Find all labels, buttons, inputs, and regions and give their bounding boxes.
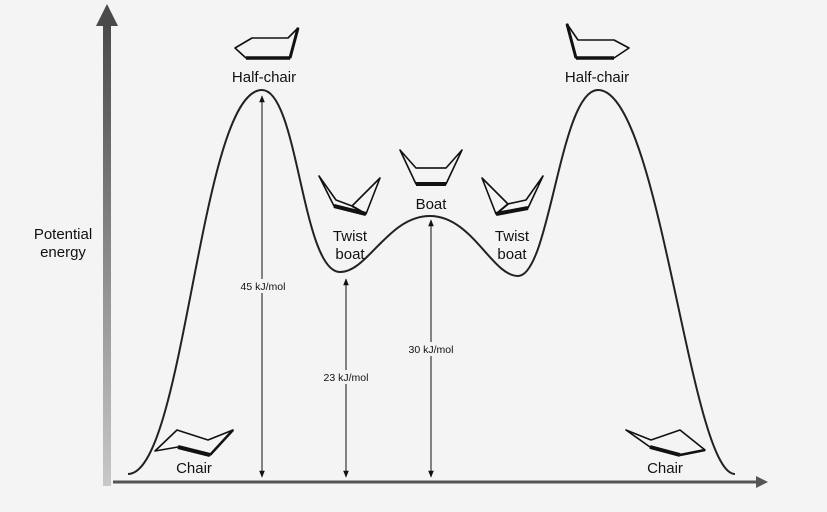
twist-boat-right-label-line2: boat [497,246,527,263]
twist-boat-right-label-line1: Twist [495,228,530,245]
half-chair-left-label: Half-chair [232,69,296,86]
twist-boat-left-label-line2: boat [335,246,365,263]
x-axis [113,476,768,488]
twist-boat-left-molecule-icon [318,175,381,216]
half-chair-right-label: Half-chair [565,69,629,86]
chair-right-label: Chair [647,460,683,477]
half-chair-right-molecule-icon [565,23,630,60]
chair-left-label: Chair [176,460,212,477]
boat-energy-label: 30 kJ/mol [409,344,454,356]
boat-molecule-icon [399,149,463,186]
half-chair-left-molecule-icon [234,27,300,60]
energy-curve [127,88,736,475]
twist-boat-left-label-line1: Twist [333,228,368,245]
y-axis [96,4,118,486]
boat-label: Boat [416,196,448,213]
half-chair-energy-label: 45 kJ/mol [241,281,286,293]
twist-boat-right-molecule-icon [481,175,544,216]
chair-right-molecule-icon [625,429,706,457]
chair-left-molecule-icon [154,429,234,457]
y-axis-label-line2: energy [40,244,86,261]
twist-boat-energy-label: 23 kJ/mol [324,372,369,384]
y-axis-label-line1: Potential [34,226,92,243]
